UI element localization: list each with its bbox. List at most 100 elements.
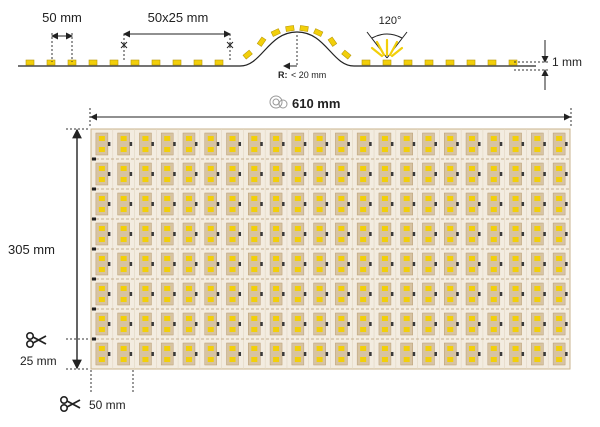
panel-led	[381, 286, 388, 291]
resistor	[238, 202, 242, 206]
resistor	[194, 172, 198, 176]
panel-led	[273, 346, 280, 351]
resistor	[129, 202, 133, 206]
resistor	[543, 202, 546, 206]
panel-led	[403, 286, 410, 291]
panel-led	[120, 136, 127, 141]
resistor	[347, 232, 350, 236]
panel-led	[490, 256, 497, 261]
resistor	[412, 202, 416, 206]
panel-led	[98, 147, 105, 152]
panel-led	[98, 207, 105, 212]
resistor	[303, 292, 307, 296]
resistor	[151, 292, 154, 296]
resistor	[543, 262, 546, 266]
panel-led	[185, 286, 192, 291]
panel-led	[164, 226, 171, 231]
panel-led	[316, 196, 323, 201]
panel-led	[229, 346, 236, 351]
resistor	[107, 322, 111, 326]
panel-led	[251, 177, 258, 182]
resistor	[390, 292, 394, 296]
resistor	[129, 172, 133, 176]
panel-led	[381, 226, 388, 231]
beam-angle: 120°	[366, 15, 408, 59]
panel-led	[425, 196, 432, 201]
resistor	[543, 322, 546, 326]
resistor	[107, 142, 111, 146]
panel-led	[556, 166, 563, 171]
panel-led	[164, 316, 171, 321]
panel-led	[403, 237, 410, 242]
panel-led	[273, 177, 280, 182]
panel-led	[142, 316, 149, 321]
resistor	[369, 232, 372, 236]
panel-led	[338, 207, 345, 212]
panel-led	[512, 147, 519, 152]
panel-led	[120, 226, 127, 231]
panel-led	[251, 267, 258, 272]
resistor	[478, 352, 481, 356]
panel-led	[207, 166, 214, 171]
panel-led	[229, 226, 236, 231]
resistor	[565, 202, 568, 206]
panel-led	[512, 267, 519, 272]
profile-led	[270, 28, 281, 37]
panel-led	[381, 267, 388, 272]
resistor	[390, 202, 394, 206]
panel-led	[534, 346, 541, 351]
resistor	[434, 232, 437, 236]
panel-led	[469, 346, 476, 351]
resistor	[151, 142, 154, 146]
resistor	[260, 202, 263, 206]
panel-led	[534, 286, 541, 291]
panel-led	[338, 226, 345, 231]
resistor	[456, 142, 459, 146]
panel-led	[229, 327, 236, 332]
resistor	[347, 262, 350, 266]
resistor	[173, 232, 176, 236]
panel-led	[185, 147, 192, 152]
profile-led	[466, 59, 476, 66]
resistor	[107, 172, 111, 176]
panel-led	[120, 196, 127, 201]
resistor	[434, 352, 437, 356]
resistor	[238, 142, 242, 146]
panel-led	[534, 267, 541, 272]
panel-led	[294, 316, 301, 321]
panel-led	[229, 357, 236, 362]
resistor	[369, 172, 372, 176]
panel-width-label: 610 mm	[292, 96, 340, 111]
panel-led	[360, 207, 367, 212]
panel-led	[490, 147, 497, 152]
strip-profile-line	[18, 31, 536, 67]
resistor	[412, 232, 416, 236]
resistor	[499, 202, 503, 206]
resistor	[325, 262, 329, 266]
panel-led	[273, 136, 280, 141]
resistor	[390, 172, 394, 176]
panel-led	[338, 346, 345, 351]
profile-led	[130, 59, 140, 66]
panel-led	[294, 166, 301, 171]
led-panel	[90, 128, 571, 370]
panel-led	[185, 316, 192, 321]
panel-led	[512, 177, 519, 182]
profile-led	[256, 36, 267, 47]
panel-led	[273, 316, 280, 321]
resistor	[347, 202, 350, 206]
resistor	[543, 292, 546, 296]
panel-led	[534, 166, 541, 171]
solder-pad	[92, 217, 96, 221]
led-pitch-dimension: 50 mm	[42, 10, 82, 62]
resistor	[390, 142, 394, 146]
panel-led	[229, 316, 236, 321]
panel-led	[294, 357, 301, 362]
panel-led	[512, 357, 519, 362]
panel-led	[338, 327, 345, 332]
panel-led	[251, 346, 258, 351]
panel-led	[447, 136, 454, 141]
panel-led	[490, 226, 497, 231]
panel-led	[185, 136, 192, 141]
panel-led	[251, 147, 258, 152]
